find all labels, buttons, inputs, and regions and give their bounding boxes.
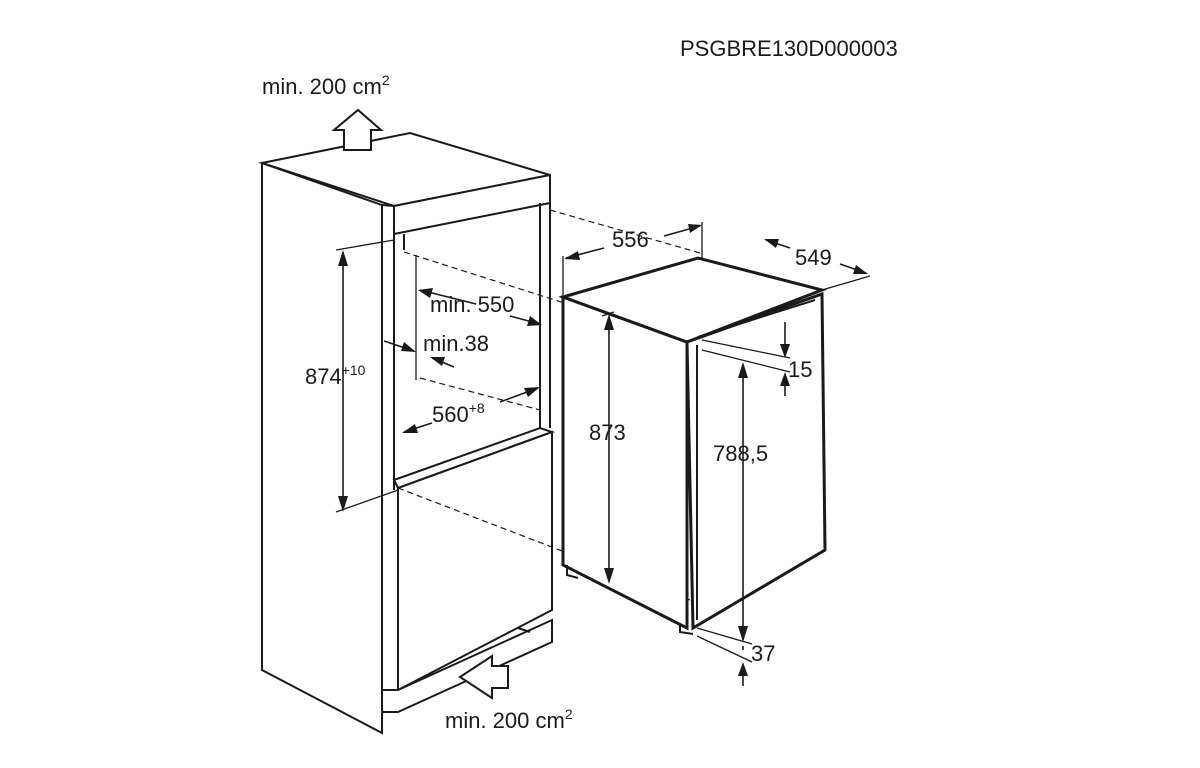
appliance-side-panel: [561, 294, 689, 631]
appliance-front: [685, 291, 827, 631]
appliance-bottom-offset-label: 37: [751, 641, 775, 666]
vent-bottom-label: min. 200 cm2: [445, 706, 573, 733]
vent-bottom-arrow-icon: [458, 654, 509, 700]
appliance-height-label: 873: [589, 420, 626, 445]
appliance-width-label: 556: [612, 227, 649, 252]
vent-top-label: min. 200 cm2: [262, 72, 390, 99]
cabinet-lower-door: [397, 430, 553, 692]
niche-side-label: min.38: [423, 331, 489, 356]
niche-height-label: 874+10: [305, 362, 366, 389]
drawing-code: PSGBRE130D000003: [680, 36, 898, 61]
appliance-drawing: [558, 256, 827, 635]
appliance-top-offset-label: 15: [788, 357, 812, 382]
dimension-lines: [335, 222, 871, 686]
appliance-door-height-label: 788,5: [713, 441, 768, 466]
appliance-depth-label: 549: [795, 245, 832, 270]
cabinet-side-panel: [261, 161, 383, 735]
vent-top-arrow-icon: [331, 108, 384, 151]
cabinet-niche-drawing: [258, 131, 701, 735]
niche-depth-label: min. 550: [430, 292, 514, 317]
niche-width-label: 560+8: [432, 400, 485, 427]
